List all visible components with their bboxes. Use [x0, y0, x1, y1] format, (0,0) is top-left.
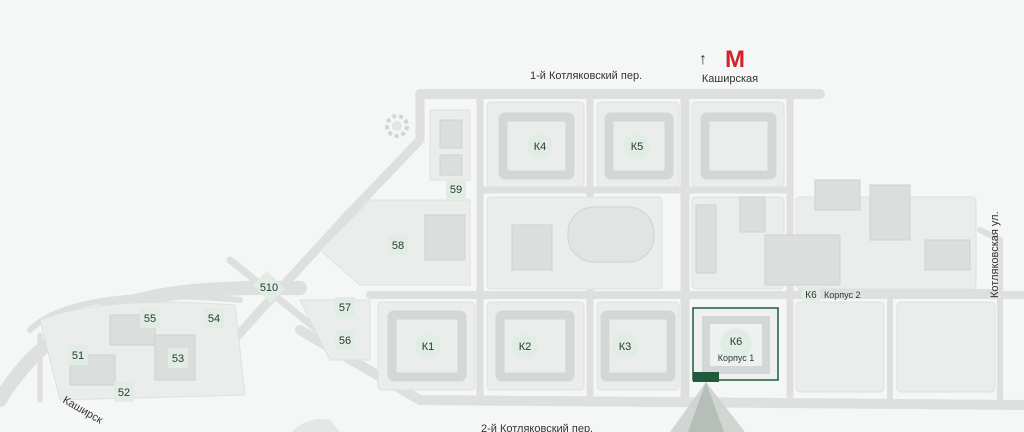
corpus2-tag[interactable]: К6 — [805, 290, 817, 301]
metro-logo-icon: М — [725, 46, 745, 73]
entrance-marker — [693, 372, 719, 382]
landmark-gear-icon — [385, 114, 409, 138]
metro-station-name: Каширская — [702, 73, 758, 85]
plot-label-56[interactable]: 56 — [339, 335, 351, 347]
plot-label-52[interactable]: 52 — [118, 387, 130, 399]
plot-label-53[interactable]: 53 — [172, 353, 184, 365]
street-east: Котляковская ул. — [989, 211, 1001, 298]
plot-label-55[interactable]: 55 — [144, 313, 156, 325]
plot-labels: 59 58 510 57 56 55 54 53 51 52 — [68, 179, 466, 402]
street-south: 2-й Котляковский пер. — [481, 423, 593, 432]
building-label-k4[interactable]: К4 — [534, 141, 547, 153]
plot-label-57[interactable]: 57 — [339, 302, 351, 314]
plot-label-51[interactable]: 51 — [72, 350, 84, 362]
misc-buildings — [69, 119, 971, 386]
building-labels: К4 К5 К1 К2 К3 К6 Корпус 1 — [415, 133, 754, 363]
building-label-k2[interactable]: К2 — [519, 341, 532, 353]
corpus2-label: Корпус 2 — [824, 290, 861, 300]
building-label-k5[interactable]: К5 — [631, 141, 644, 153]
plot-label-510[interactable]: 510 — [260, 282, 278, 294]
building-label-k3[interactable]: К3 — [619, 341, 632, 353]
corpus2-tag-bg — [802, 287, 820, 301]
building-footprints — [387, 112, 777, 382]
building-label-k6[interactable]: К6 — [730, 336, 743, 348]
plot-label-54[interactable]: 54 — [208, 313, 220, 325]
plot-label-58[interactable]: 58 — [392, 240, 404, 252]
building-label-k1[interactable]: К1 — [422, 341, 435, 353]
highlight-corpus-label: Корпус 1 — [718, 353, 755, 363]
plot-label-59[interactable]: 59 — [450, 184, 462, 196]
street-north: 1-й Котляковский пер. — [530, 70, 642, 82]
north-arrow-icon: ↑ — [699, 51, 707, 68]
